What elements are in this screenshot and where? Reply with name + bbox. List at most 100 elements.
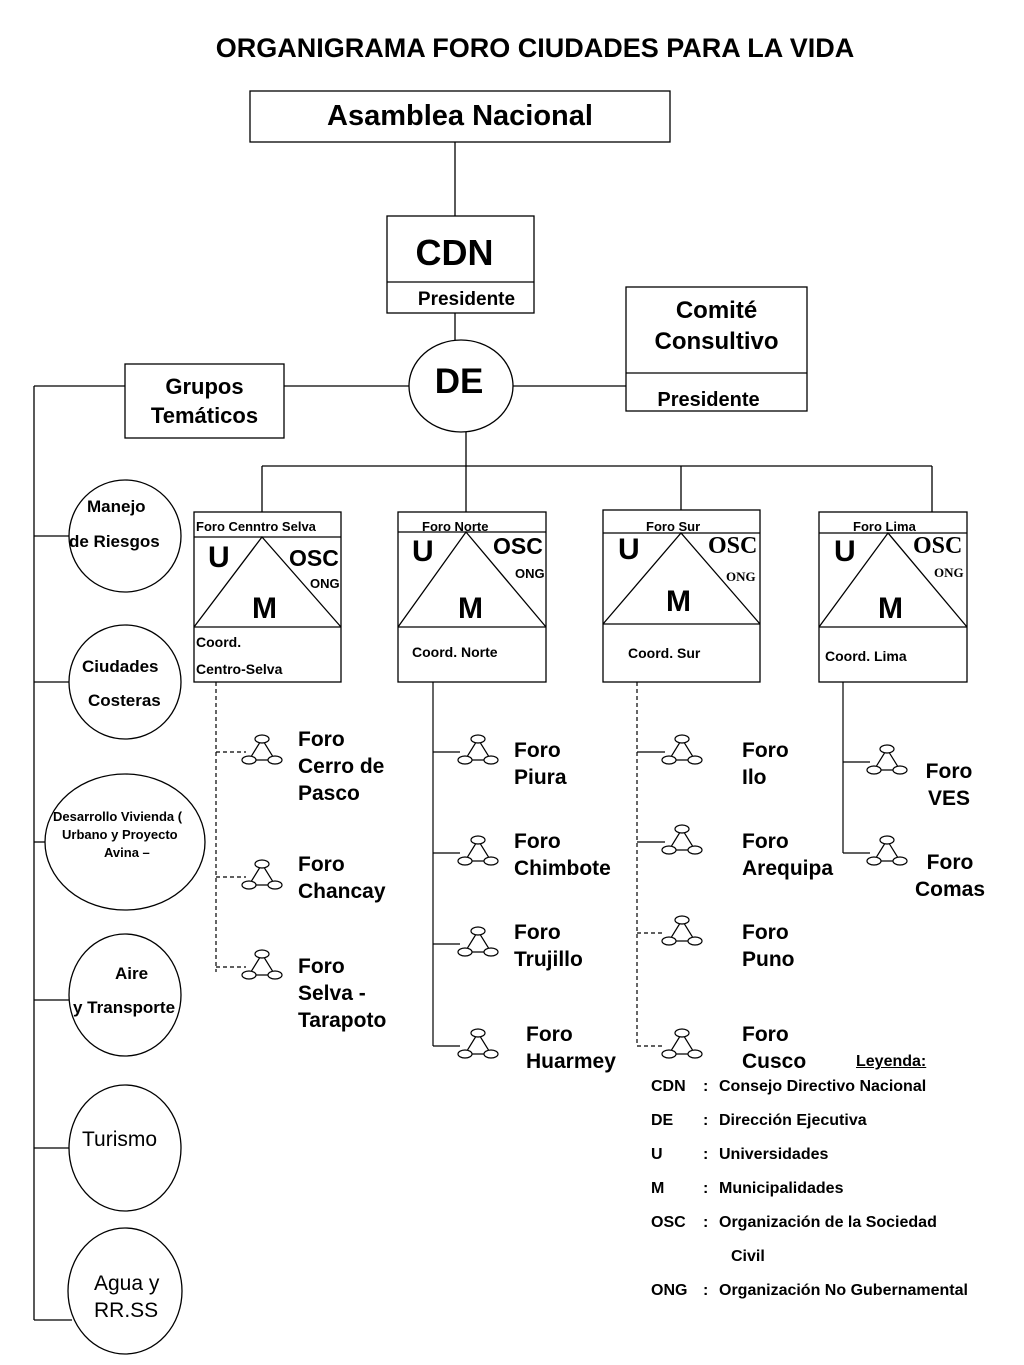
group-label: Agua y — [94, 1272, 160, 1295]
legend-definition: Organización No Gubernamental — [719, 1282, 968, 1299]
comite-box — [625, 286, 808, 412]
group-circle — [44, 773, 206, 911]
legend-definition-continued: Civil — [731, 1248, 765, 1265]
legend-item: CDN:Consejo Directivo Nacional — [651, 1078, 926, 1096]
legend-title: Leyenda: — [856, 1053, 927, 1070]
forum-node-icon — [457, 835, 499, 866]
legend-definition: Organización de la Sociedad — [719, 1214, 937, 1231]
forum-node-icon — [866, 744, 908, 775]
forum-node-icon — [241, 734, 283, 765]
group-circle — [67, 1227, 183, 1355]
legend-item: ONG: Organización No Gubernamental — [651, 1282, 968, 1300]
legend-abbr: ONG — [651, 1282, 688, 1299]
grupos-line1: Grupos — [165, 374, 244, 399]
legend-sep: : — [703, 1078, 709, 1095]
group-label: Turismo — [82, 1128, 158, 1151]
group-label: RR.SS — [94, 1299, 159, 1322]
forum-node-icon — [241, 949, 283, 980]
comite-line2: Consultivo — [654, 328, 779, 355]
coord-label: Coord. Lima — [825, 648, 907, 664]
asamblea-box — [249, 90, 671, 143]
de-label: DE — [434, 362, 484, 401]
legend-item: U: Universidades — [651, 1146, 828, 1164]
legend-definition: Universidades — [719, 1146, 829, 1163]
triangle-u: U — [412, 535, 434, 568]
forum-node-icon — [661, 915, 703, 946]
comite-role: Presidente — [657, 389, 760, 411]
group-label: Ciudades — [82, 657, 159, 676]
forum-node-icon — [457, 1028, 499, 1059]
group-label: Aire — [115, 964, 149, 983]
foro-box — [397, 511, 547, 683]
legend-sep: : — [703, 1112, 709, 1129]
forum-node-icon — [866, 835, 908, 866]
forum-node-icon — [457, 926, 499, 957]
legend-sep: : — [703, 1214, 709, 1231]
group-label: Costeras — [88, 691, 161, 710]
legend-sep: : — [703, 1146, 709, 1163]
triangle-ong: ONG — [515, 566, 545, 581]
group-circle — [68, 624, 182, 740]
page-title: ORGANIGRAMA FORO CIUDADES PARA LA VIDA — [215, 33, 855, 63]
group-label: Urbano y Proyecto — [62, 827, 178, 842]
coord-label: Coord. Sur — [628, 645, 701, 661]
foro-header: Foro Sur — [646, 519, 701, 534]
cdn-role: Presidente — [417, 289, 516, 310]
triangle-ong: ONG — [934, 565, 964, 580]
forum-node-icon — [661, 734, 703, 765]
group-circle — [68, 933, 182, 1057]
legend-sep: : — [703, 1282, 709, 1299]
legend-item: M:Municipalidades — [651, 1180, 843, 1198]
coord-label: Centro-Selva — [196, 661, 283, 677]
group-label: Avina – — [104, 845, 150, 860]
legend-definition: Municipalidades — [719, 1180, 844, 1197]
group-label: Manejo — [87, 497, 146, 516]
triangle-ong: ONG — [310, 576, 340, 591]
triangle-osc: OSC — [289, 545, 339, 571]
foro-header: Foro Cenntro Selva — [196, 519, 316, 534]
legend-definition: Dirección Ejecutiva — [719, 1112, 867, 1129]
foro-box — [193, 511, 342, 683]
grupos-line2: Temáticos — [150, 403, 259, 428]
triangle-osc: OSC — [493, 533, 543, 559]
legend-abbr: U — [651, 1146, 663, 1163]
triangle-osc: OSC — [708, 533, 758, 559]
foro-box — [602, 509, 761, 683]
legend-abbr: CDN — [651, 1078, 686, 1095]
coord-label: Coord. Norte — [412, 644, 498, 660]
group-label: y Transporte — [73, 998, 176, 1017]
triangle-m: M — [458, 592, 483, 625]
foro-box — [818, 511, 968, 683]
foro-header: Foro Lima — [853, 519, 916, 534]
comite-line1: Comité — [675, 297, 758, 324]
forum-node-icon — [661, 1028, 703, 1059]
triangle-ong: ONG — [726, 569, 756, 584]
legend-abbr: DE — [651, 1112, 674, 1129]
legend-abbr: M — [651, 1180, 665, 1197]
triangle-u: U — [618, 533, 640, 566]
legend-item: DE: Dirección Ejecutiva — [651, 1112, 867, 1130]
triangle-m: M — [878, 592, 903, 625]
group-label: de Riesgos — [69, 532, 160, 551]
foro-header: Foro Norte — [422, 519, 489, 534]
forum-node-icon — [241, 859, 283, 890]
asamblea-label: Asamblea Nacional — [327, 100, 593, 132]
coord-label: Coord. — [196, 634, 242, 650]
cdn-box — [386, 215, 535, 314]
triangle-u: U — [834, 535, 856, 568]
forum-node-icon — [661, 824, 703, 855]
cdn-label: CDN — [415, 232, 494, 273]
grupos-box — [124, 363, 285, 439]
triangle-osc: OSC — [913, 533, 963, 559]
